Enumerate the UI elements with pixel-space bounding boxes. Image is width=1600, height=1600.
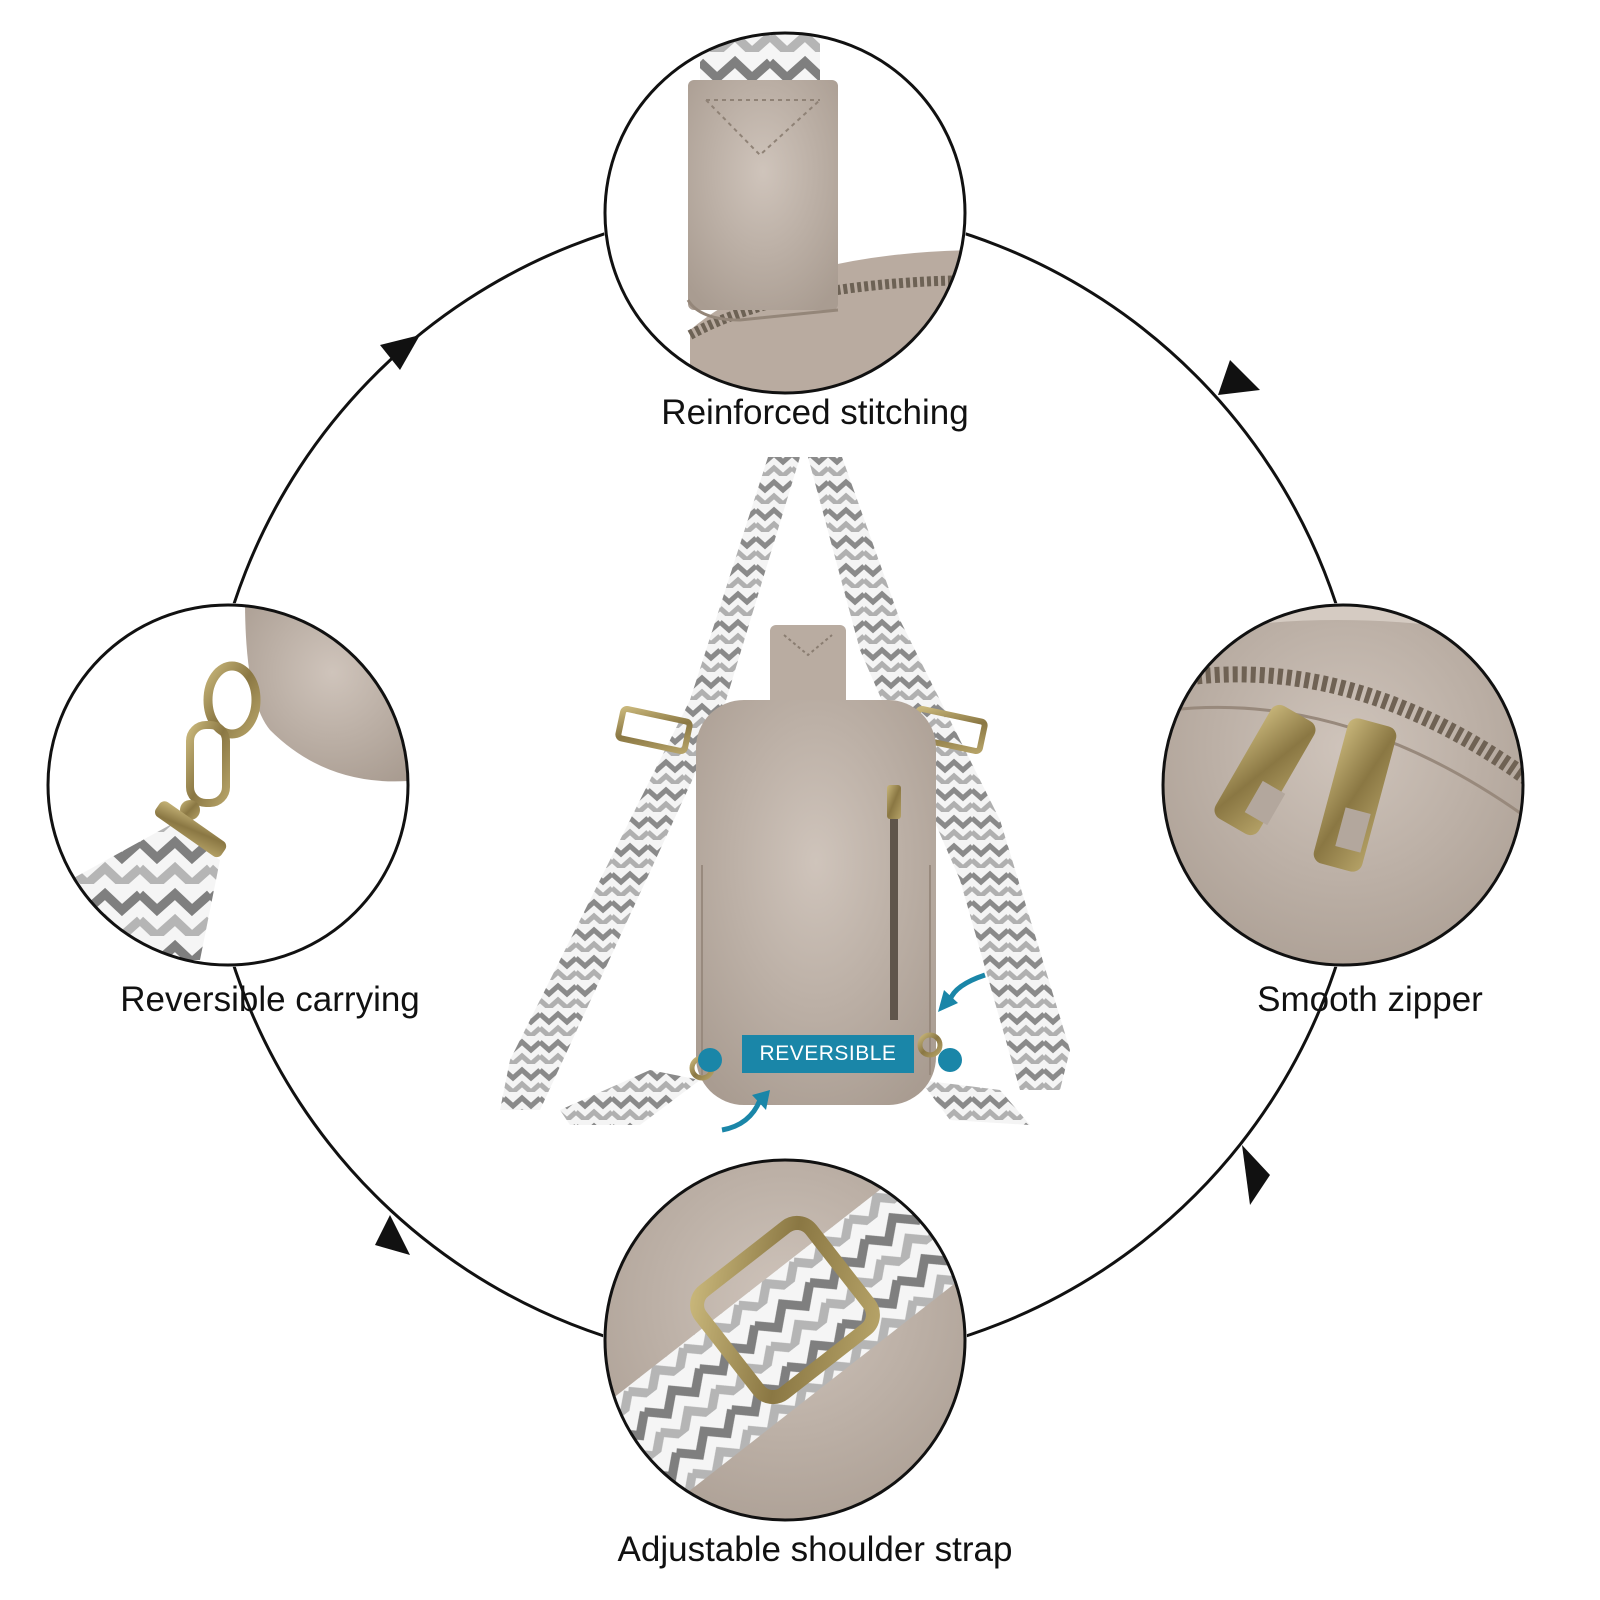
detail-buckle-circle bbox=[603, 1158, 967, 1522]
detail-clasp-circle bbox=[46, 603, 410, 967]
arrow-icon bbox=[375, 335, 1270, 1255]
sling-bag-product bbox=[500, 457, 1070, 1133]
reversible-badge: REVERSIBLE bbox=[742, 1035, 914, 1073]
caption-reinforced-stitching: Reinforced stitching bbox=[661, 393, 969, 432]
caption-adjustable-strap: Adjustable shoulder strap bbox=[617, 1530, 1013, 1569]
caption-reversible-carrying: Reversible carrying bbox=[120, 980, 420, 1019]
detail-stitching-circle bbox=[603, 31, 967, 395]
caption-smooth-zipper: Smooth zipper bbox=[1257, 980, 1483, 1019]
detail-zipper-circle bbox=[1161, 603, 1525, 967]
